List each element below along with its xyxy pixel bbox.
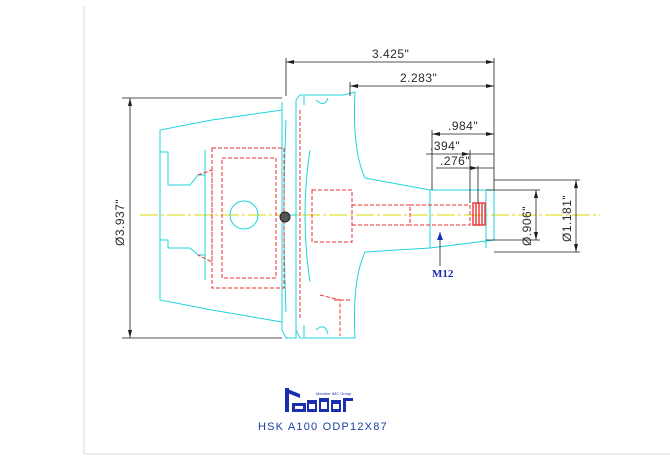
ball-marker [279, 211, 291, 223]
dim-bore-depth: .984" [448, 119, 478, 133]
logo-tagline: Member IMC Group [316, 391, 352, 396]
dim-overall-length: 3.425" [372, 47, 409, 61]
dimension-arrows [128, 60, 578, 338]
dim-step-depth: .394" [430, 139, 460, 153]
sheet-border [83, 6, 670, 455]
dim-flange-diameter: Ø3.937" [113, 199, 127, 246]
brand-logo: Member IMC Group [285, 388, 353, 412]
dimension-lines [122, 58, 580, 339]
dim-projection-length: 2.283" [400, 71, 437, 85]
thread-end [472, 202, 486, 226]
dim-bore-diameter: Ø.906" [520, 206, 534, 246]
holder-outline [159, 91, 495, 339]
dim-chamfer-depth: .276" [440, 154, 470, 168]
thread-label: M12 [432, 268, 454, 280]
dim-nose-diameter: Ø1.181" [560, 195, 574, 242]
product-code: HSK A100 ODP12X87 [258, 421, 388, 433]
drawbar-hole [229, 200, 259, 230]
logo-mark [285, 388, 353, 412]
